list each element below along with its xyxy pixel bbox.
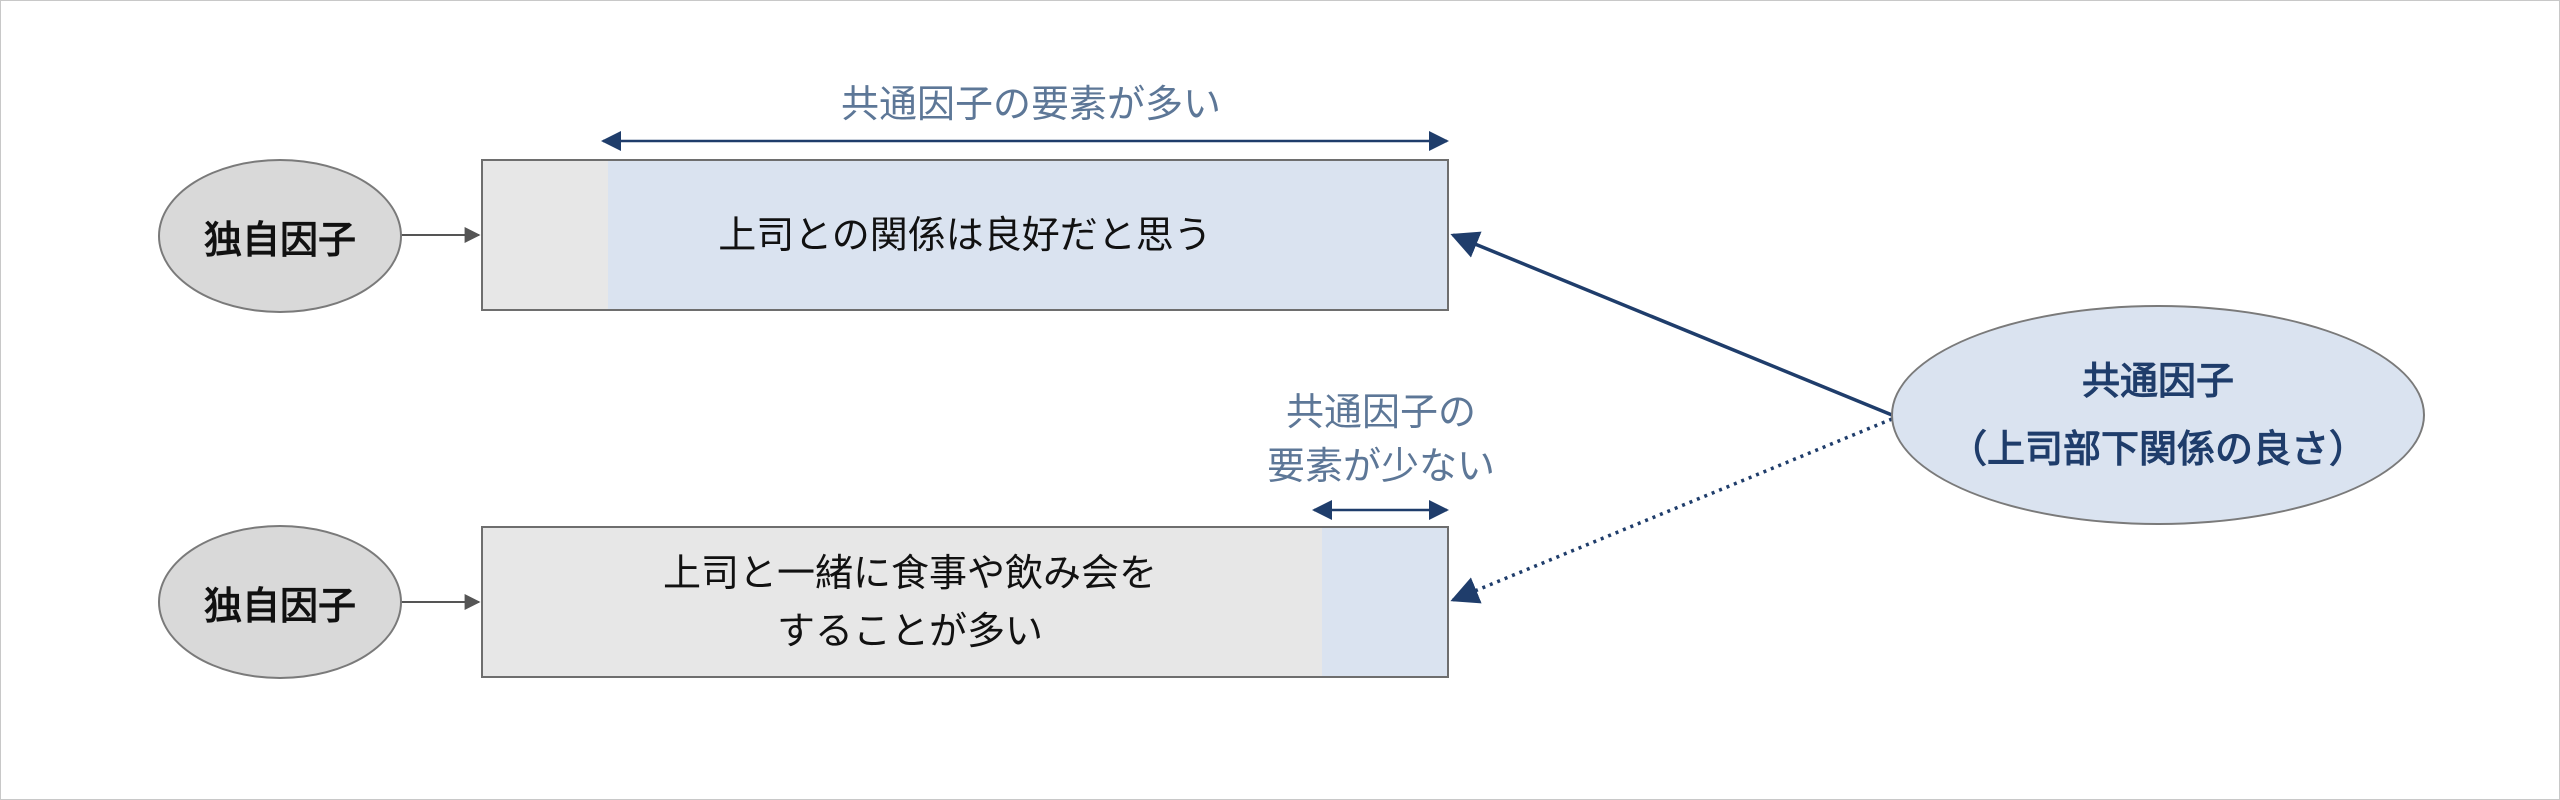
common-to-item-top-arrow	[1450, 231, 1893, 417]
annotation-bottom: 共通因子の 要素が少ない	[1231, 385, 1531, 493]
item-top-common-share	[608, 161, 1447, 309]
annotation-top: 共通因子の要素が多い	[840, 82, 1221, 126]
item-box-top: 上司との関係は良好だと思う	[481, 159, 1449, 311]
common-factor-line2: （上司部下関係の良さ）	[1948, 427, 2367, 471]
item-top-text: 上司との関係は良好だと思う	[483, 161, 1447, 309]
annotation-bottom-line1: 共通因子の	[1285, 390, 1476, 434]
annotation-bottom-line2: 要素が少ない	[1266, 444, 1495, 488]
item-box-bottom: 上司と一緒に食事や飲み会を することが多い	[481, 526, 1449, 678]
unique-factor-top: 独自因子	[158, 159, 402, 313]
common-factor: 共通因子 （上司部下関係の良さ）	[1891, 305, 2425, 525]
unique-factor-top-label: 独自因子	[203, 217, 356, 262]
unique-factor-bottom-label: 独自因子	[203, 583, 356, 628]
common-factor-line1: 共通因子	[2081, 359, 2234, 403]
unique-factor-bottom: 独自因子	[158, 525, 402, 679]
item-bottom-common-share	[1321, 528, 1447, 676]
item-bottom-line1: 上司と一緒に食事や飲み会を	[662, 551, 1157, 595]
item-bottom-line2: することが多い	[776, 609, 1043, 653]
item-bottom-text: 上司と一緒に食事や飲み会を することが多い	[483, 528, 1447, 676]
item-top-line1: 上司との関係は良好だと思う	[718, 213, 1212, 257]
